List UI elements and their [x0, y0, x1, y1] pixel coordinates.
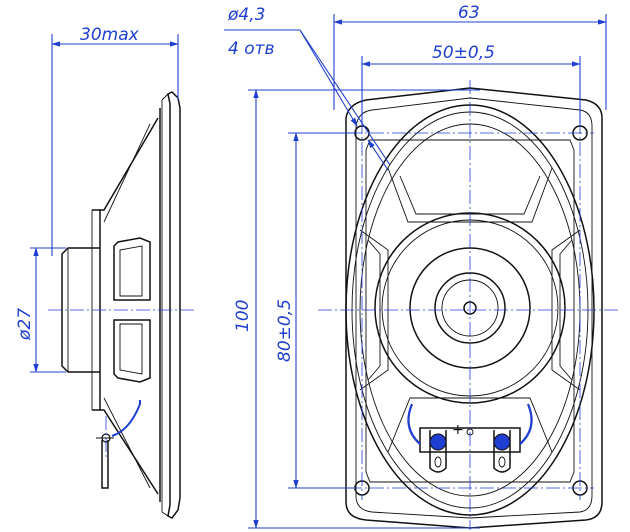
- dimension-hole-spacing-y: 80±0,5: [275, 132, 356, 489]
- dimension-depth: 30max: [51, 25, 179, 256]
- dimension-hole-callout: ø4,3 4 отв: [224, 5, 391, 171]
- dimension-width-total: 63: [333, 3, 607, 110]
- dimension-magnet-diameter: ø27: [15, 247, 66, 373]
- front-view: +: [318, 80, 620, 530]
- height-total-label: 100: [233, 300, 253, 332]
- terminal-positive: [429, 433, 447, 451]
- hole-diameter-label: ø4,3: [227, 5, 265, 25]
- terminal-plus-mark: +: [452, 422, 464, 438]
- hole-count-label: 4 отв: [228, 39, 275, 59]
- dimension-height-total: 100: [233, 89, 480, 529]
- depth-max-label: 30max: [80, 25, 140, 45]
- side-view: [48, 91, 196, 519]
- width-total-label: 63: [458, 3, 480, 23]
- hole-spacing-y-label: 80±0,5: [275, 299, 295, 362]
- terminal-negative: [493, 433, 511, 451]
- magnet-diameter-label: ø27: [15, 308, 35, 341]
- hole-spacing-x-label: 50±0,5: [432, 43, 495, 63]
